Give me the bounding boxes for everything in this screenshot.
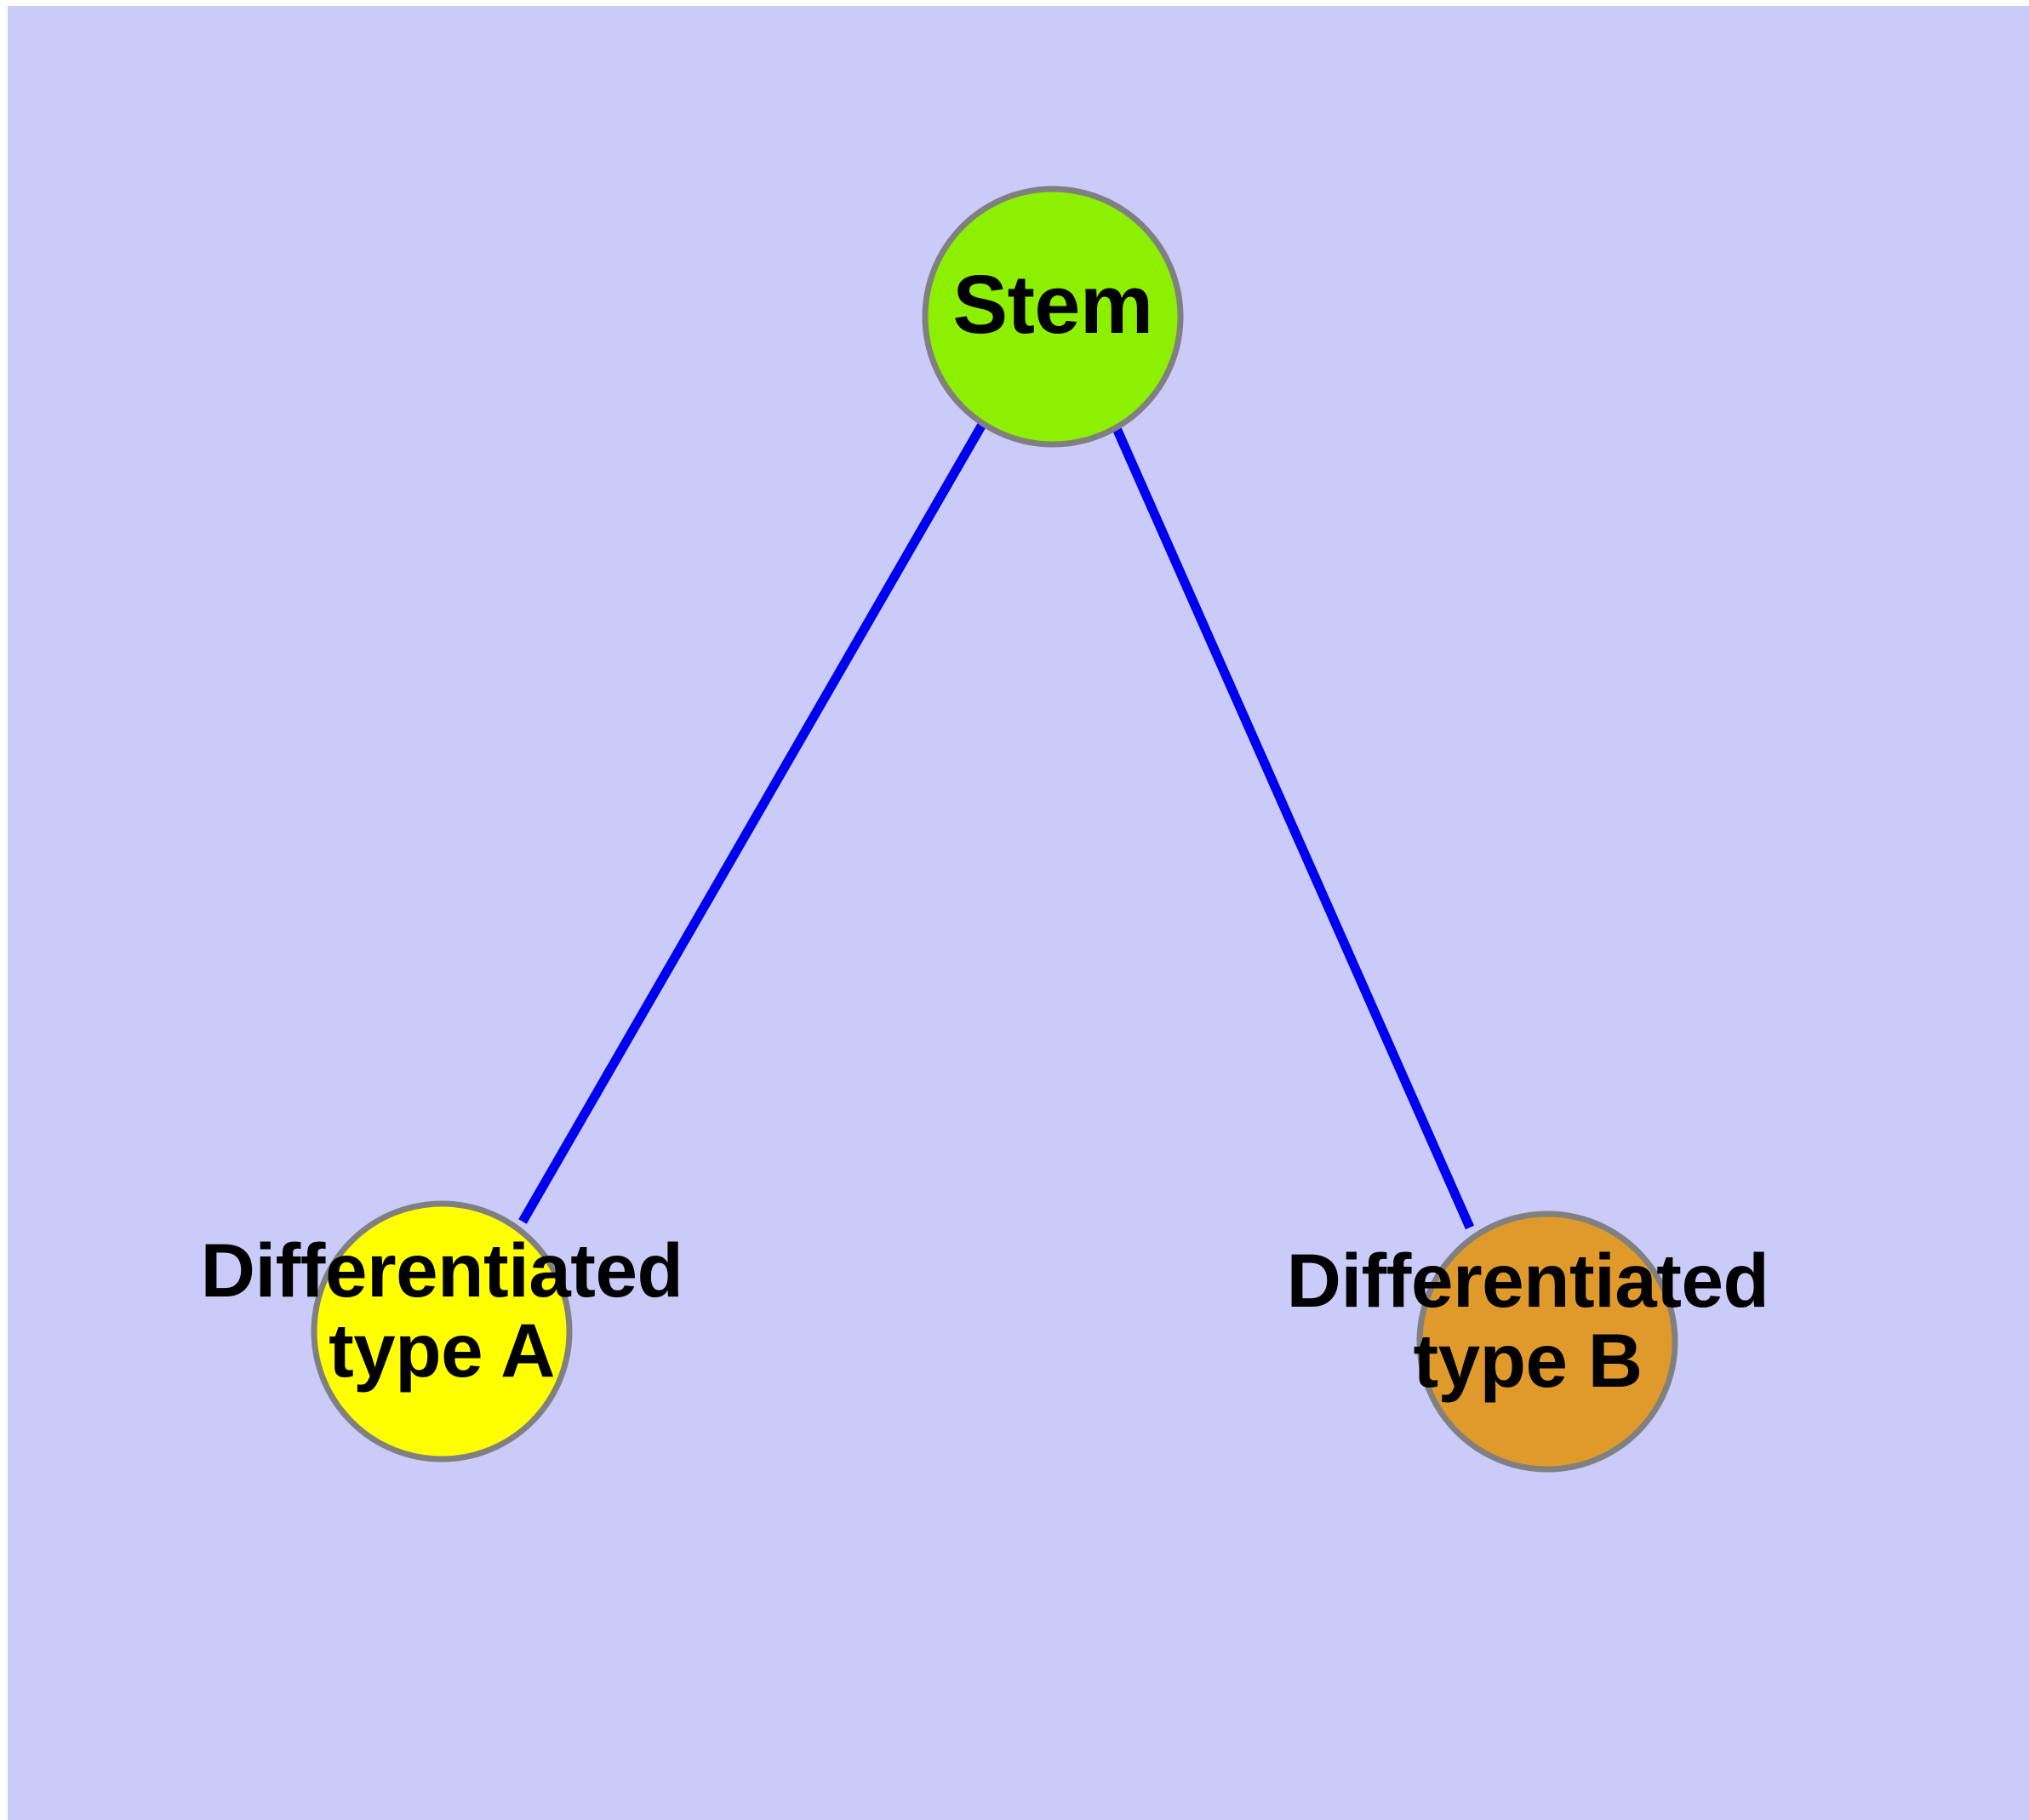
graph-node-diff_a[interactable]	[311, 1200, 573, 1462]
nodes-layer	[311, 186, 1678, 1473]
graph-node-diff_b[interactable]	[1416, 1210, 1678, 1473]
edges-layer	[518, 421, 1475, 1230]
graph-edge-stem-to-b	[1111, 424, 1475, 1230]
graph-node-stem[interactable]	[922, 186, 1184, 448]
graph-edge-stem-to-a	[518, 421, 987, 1224]
